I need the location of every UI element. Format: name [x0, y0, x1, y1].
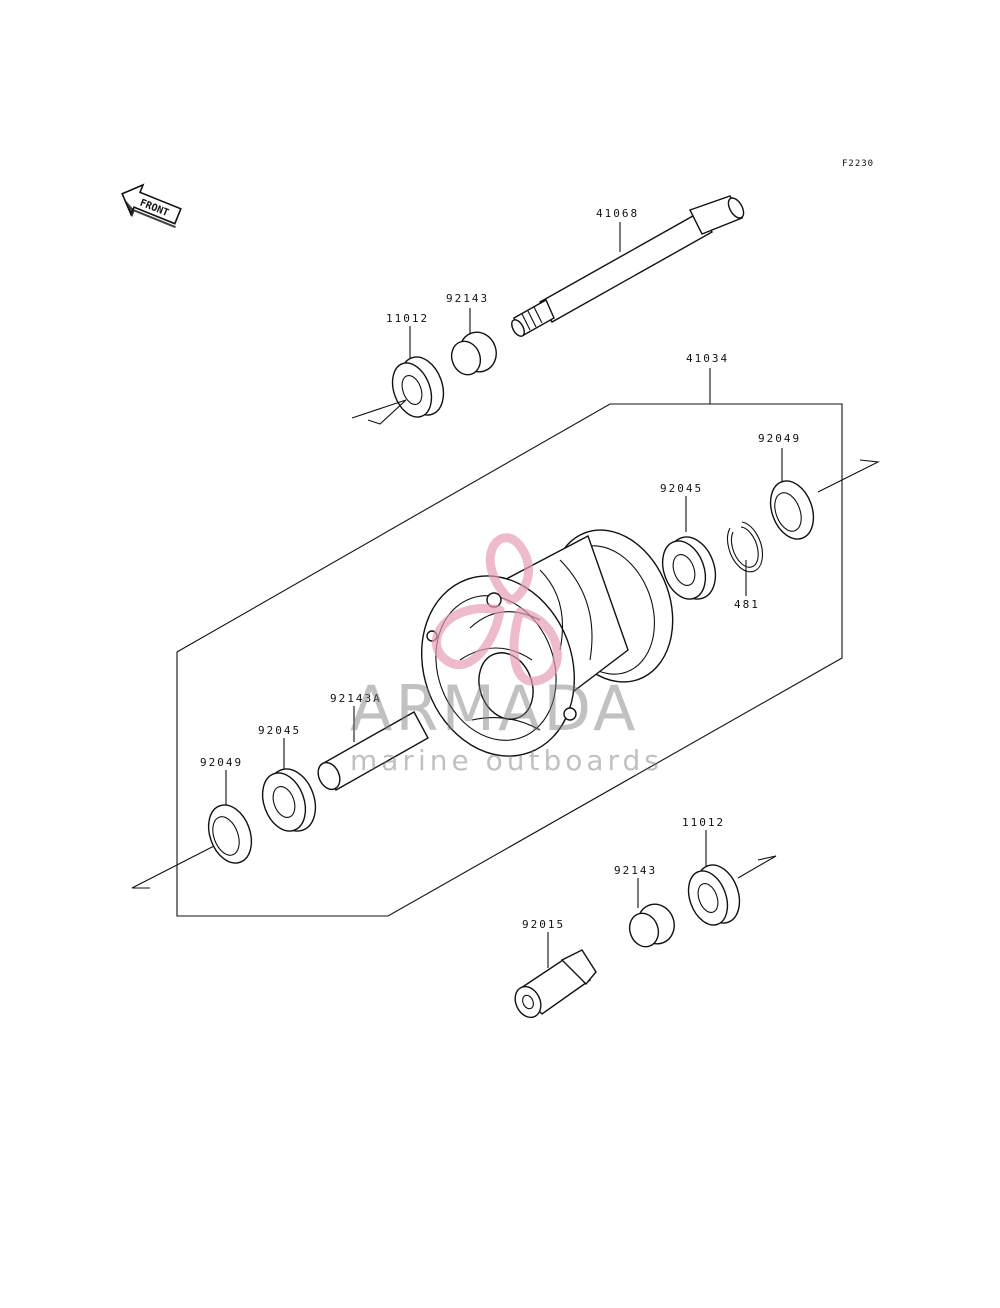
bearing-left-part: [261, 738, 317, 832]
spacer-label: 92143A: [330, 692, 382, 705]
axle-part: [511, 195, 745, 337]
oil-seal-right-label: 92049: [758, 432, 801, 445]
bearing-right-part: [661, 496, 717, 600]
seal-bottom-label: 11012: [682, 816, 725, 829]
seal-bottom-part: [687, 830, 777, 926]
collar-bottom-part: [628, 878, 675, 948]
watermark-tagline: marine outboards: [350, 744, 663, 777]
propeller-logo-icon: [431, 533, 562, 686]
hub-label: 41034: [686, 352, 729, 365]
front-arrow-icon: FRONT: [121, 183, 182, 229]
bearing-right-label: 92045: [660, 482, 703, 495]
oil-seal-right-part: [769, 448, 880, 540]
axle-label: 41068: [596, 207, 639, 220]
circlip-label: 481: [734, 598, 760, 611]
circlip-part: [727, 521, 764, 596]
collar-bottom-label: 92143: [614, 864, 657, 877]
watermark-brand: ARMADA: [350, 672, 638, 745]
watermark: ARMADA marine outboards: [350, 533, 663, 777]
collar-top-part: [450, 308, 497, 376]
diagram-code: F2230: [842, 159, 874, 169]
collar-top-label: 92143: [446, 292, 489, 305]
oil-seal-left-part: [131, 770, 253, 889]
bearing-left-label: 92045: [258, 724, 301, 737]
seal-top-label: 11012: [386, 312, 429, 325]
seal-top-part: [351, 326, 445, 425]
axle-nut-part: [514, 932, 597, 1019]
hub-group-bracket: [176, 403, 843, 917]
oil-seal-left-label: 92049: [200, 756, 243, 769]
axle-nut-label: 92015: [522, 918, 565, 931]
spacer-part: [317, 706, 429, 791]
